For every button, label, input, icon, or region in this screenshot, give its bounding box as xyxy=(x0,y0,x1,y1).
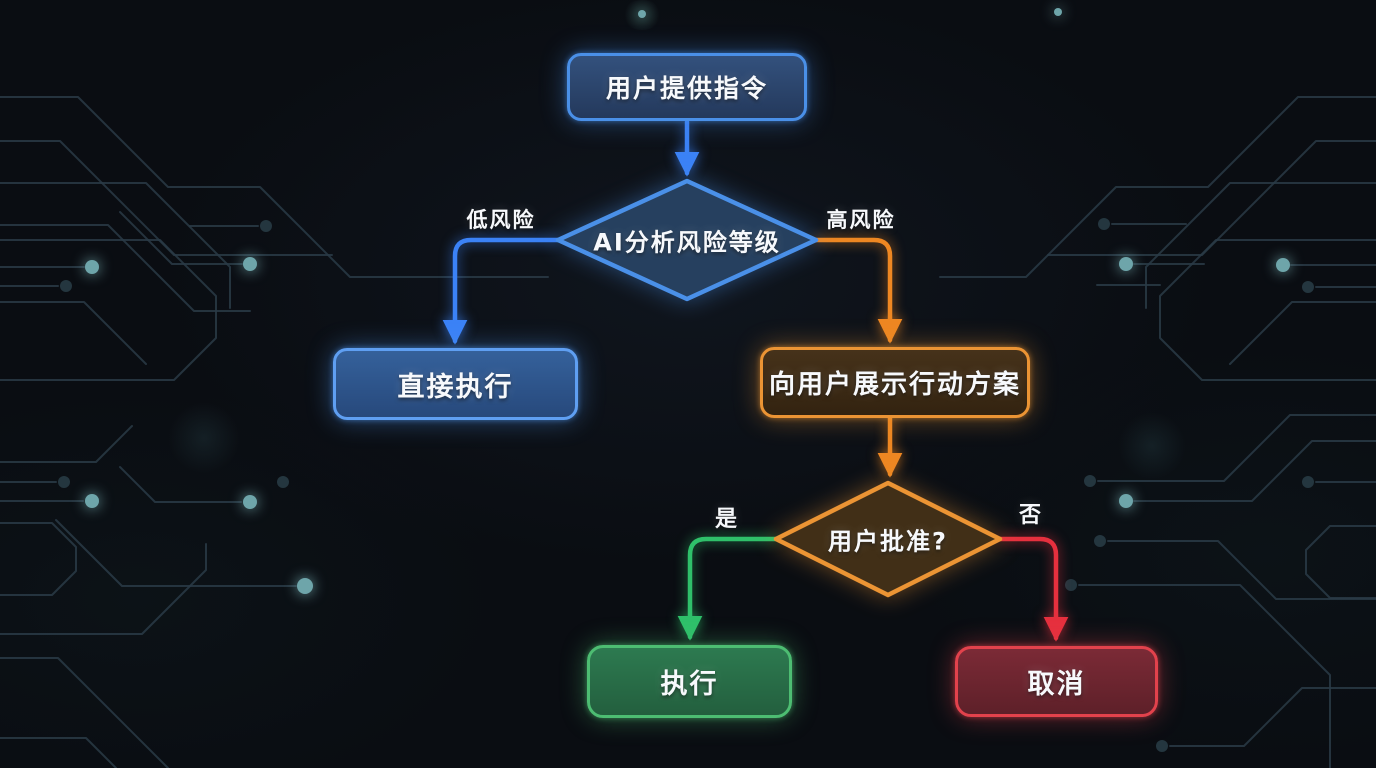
node-user-approve-label: 用户批准? xyxy=(828,527,948,556)
edge-label-yes: 是 xyxy=(714,507,740,532)
node-show-plan-label: 向用户展示行动方案 xyxy=(768,370,1021,400)
node-execute: 执行 xyxy=(587,645,792,718)
edge-label-low-risk: 低风险 xyxy=(466,208,536,232)
edge-approve-to-execute xyxy=(677,536,779,641)
node-user-instruction: 用户提供指令 xyxy=(567,53,807,121)
node-user-instruction-label: 用户提供指令 xyxy=(605,74,768,103)
edge-risk-to-direct xyxy=(442,237,561,345)
node-cancel: 取消 xyxy=(955,646,1158,717)
circuit-traces xyxy=(0,96,1376,768)
edge-approve-to-cancel xyxy=(997,536,1069,642)
node-risk-analysis-label: AI分析风险等级 xyxy=(593,228,781,257)
edge-label-no: 否 xyxy=(1018,503,1044,528)
node-direct-execute-label: 直接执行 xyxy=(397,371,514,403)
node-risk-analysis-diamond xyxy=(555,178,819,302)
node-execute-label: 执行 xyxy=(660,669,719,700)
node-user-approve-diamond xyxy=(773,480,1003,598)
circuit-dots-bright xyxy=(85,8,1290,594)
edge-label-high-risk: 高风险 xyxy=(826,208,896,232)
node-direct-execute: 直接执行 xyxy=(333,348,578,420)
node-cancel-label: 取消 xyxy=(1027,669,1086,700)
circuit-dots-dim xyxy=(58,218,1314,752)
edge-risk-to-plan xyxy=(813,237,903,344)
node-show-plan: 向用户展示行动方案 xyxy=(760,347,1030,418)
